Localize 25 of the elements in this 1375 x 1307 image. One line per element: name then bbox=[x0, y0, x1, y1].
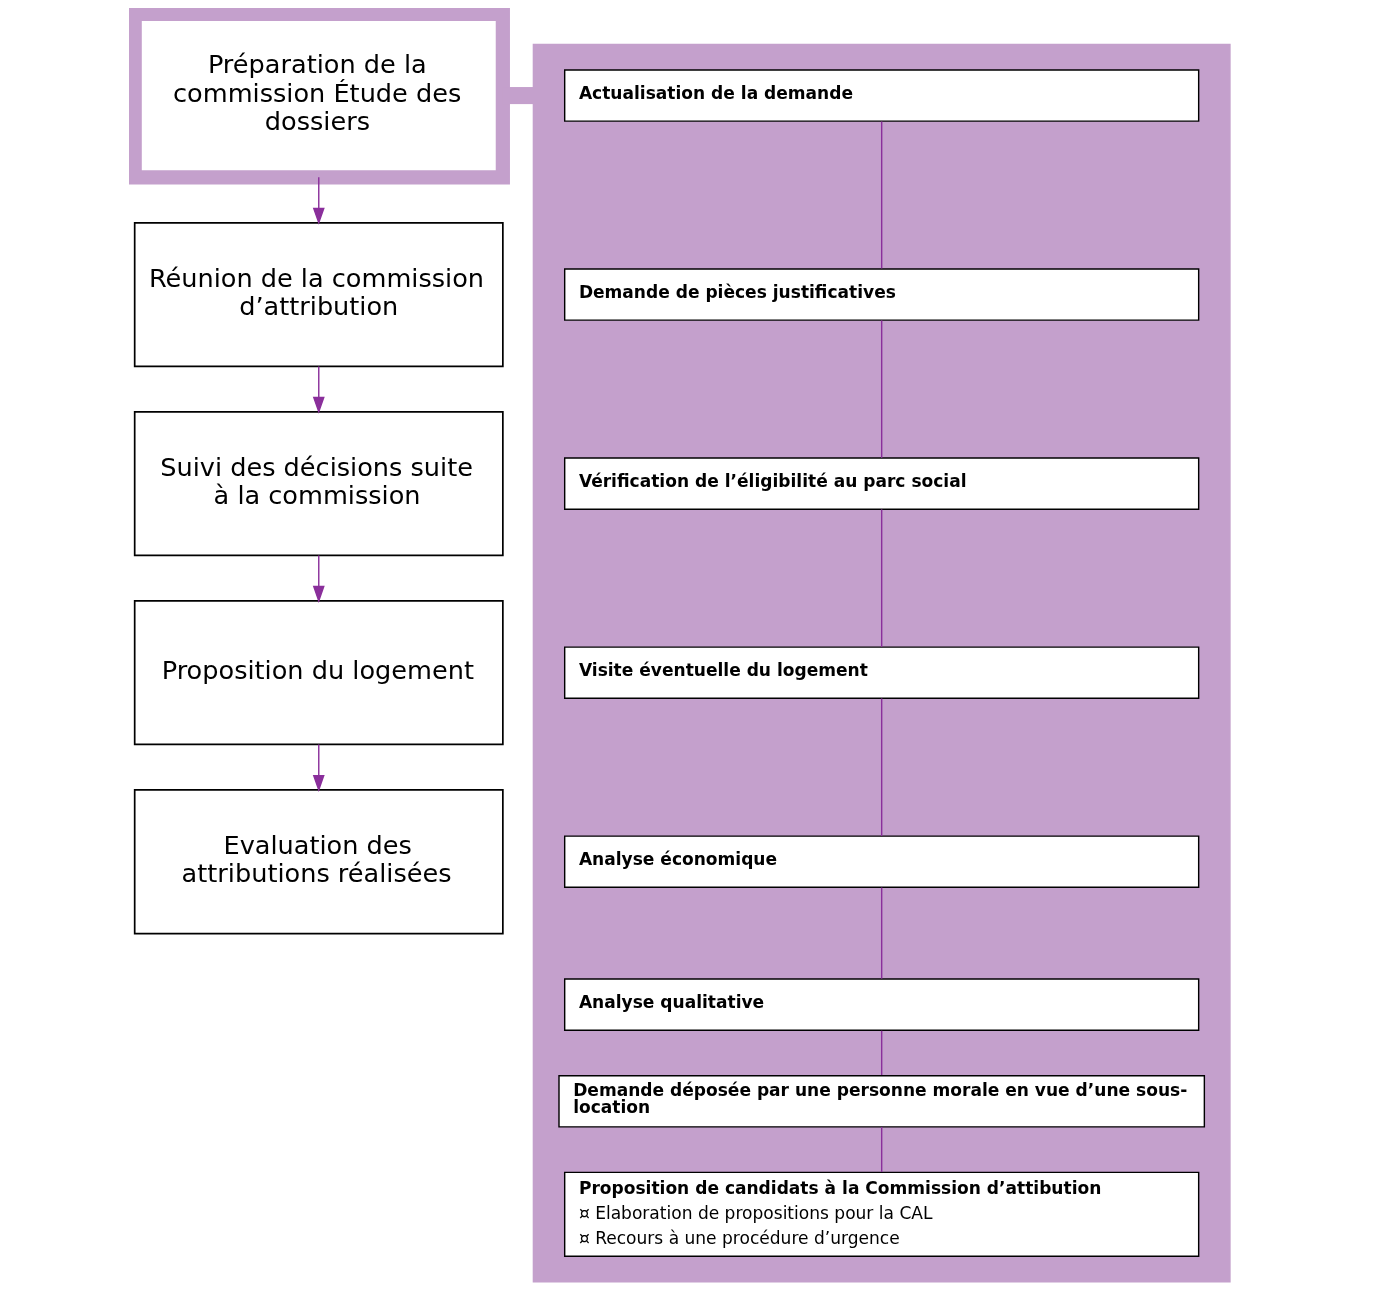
node-box: Demande déposée par une personne morale en vue d’une sous-location bbox=[557, 1074, 1205, 1128]
node-box: Réunion de la commission d’attribution bbox=[133, 221, 504, 368]
node-box: Analyse économique bbox=[563, 835, 1199, 889]
node-box: Evaluation des attributions réalisées bbox=[133, 789, 504, 935]
connector bbox=[880, 1126, 882, 1173]
node-box: Demande de pièces justificatives bbox=[563, 268, 1199, 321]
connector bbox=[880, 319, 882, 459]
connector bbox=[880, 886, 882, 980]
arrow bbox=[312, 176, 325, 225]
connector bbox=[880, 508, 882, 648]
arrow bbox=[312, 554, 325, 603]
connector bbox=[880, 697, 882, 837]
connector bbox=[880, 120, 882, 270]
arrow bbox=[312, 365, 325, 414]
arrow bbox=[312, 743, 325, 792]
node-box: Vérification de l’éligibilité au parc social bbox=[563, 457, 1199, 510]
node-box: Proposition de candidats à la Commission d’attibution ¤ Elaboration de propositions pour la CAL ¤ Recours à une procédure d’urgence bbox=[563, 1171, 1199, 1257]
connector bbox=[880, 1029, 882, 1076]
node-box: Visite éventuelle du logement bbox=[563, 646, 1199, 699]
node-box: Préparation de la commission Étude des dossiers bbox=[128, 8, 510, 185]
node-box: Proposition du logement bbox=[133, 600, 504, 746]
cluster bbox=[532, 43, 1231, 1283]
node-box: Actualisation de la demande bbox=[563, 69, 1199, 122]
node-box: Analyse qualitative bbox=[563, 978, 1199, 1031]
node-box: Suivi des décisions suite à la commission bbox=[133, 411, 504, 557]
